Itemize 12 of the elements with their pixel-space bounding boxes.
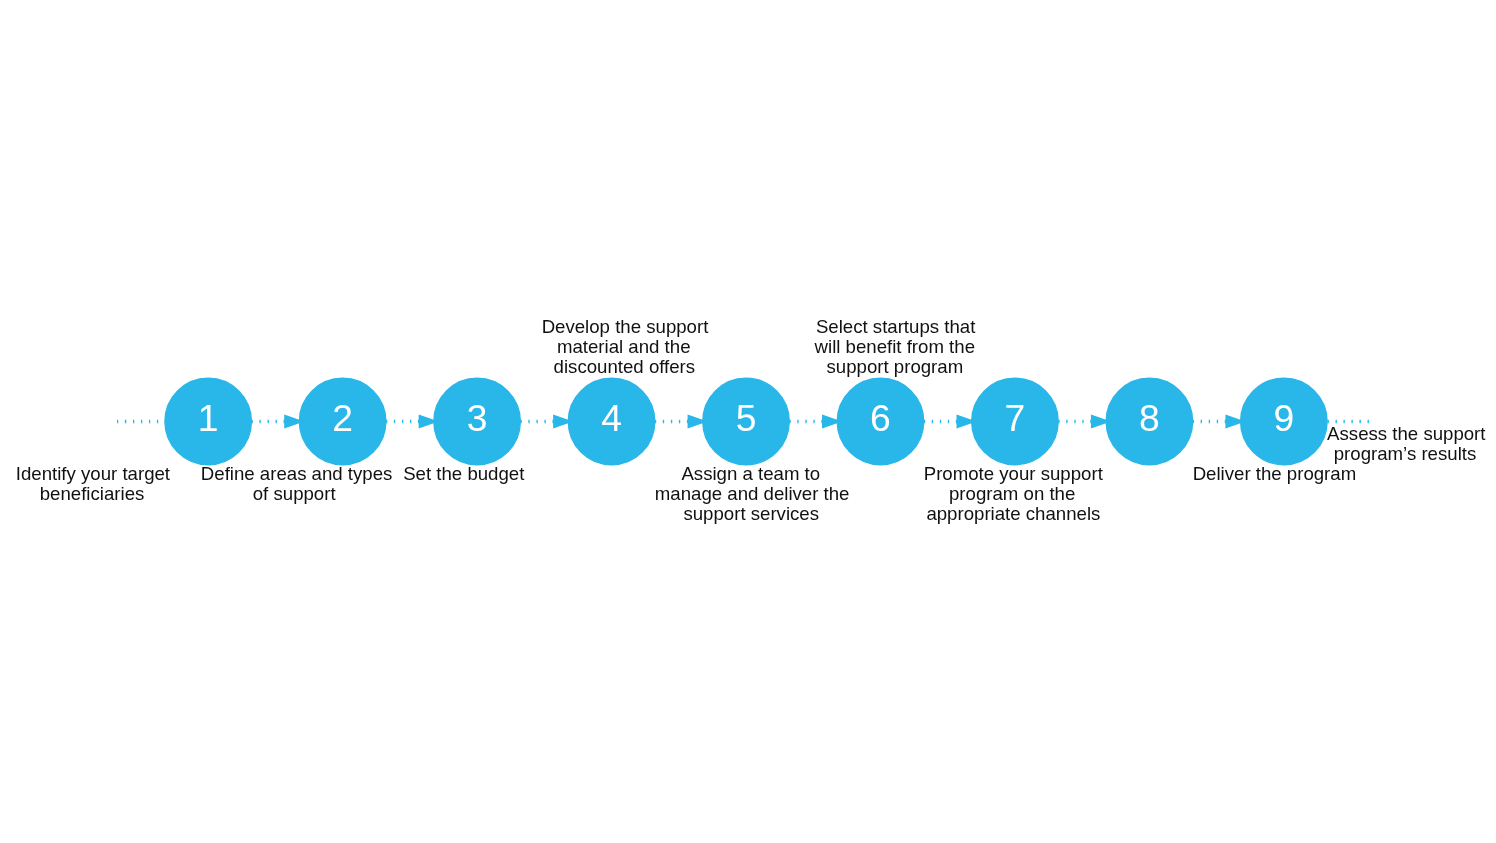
node-circle: 8 (1105, 377, 1194, 466)
node-circle: 3 (433, 377, 521, 466)
node-circle: 6 (836, 377, 925, 466)
node-label: Select startups that will benefit from the support program (814, 316, 976, 378)
node-circle: 9 (1239, 377, 1328, 466)
node-label: Develop the support material and the discounted offers (541, 316, 709, 378)
node-label: Assess the support program’s results (1327, 422, 1486, 464)
node-circle: 1 (164, 377, 253, 466)
node-circle: 4 (567, 377, 656, 466)
node-circle: 2 (298, 377, 387, 466)
node-circle: 5 (702, 377, 790, 466)
node-circle: 7 (971, 377, 1059, 466)
